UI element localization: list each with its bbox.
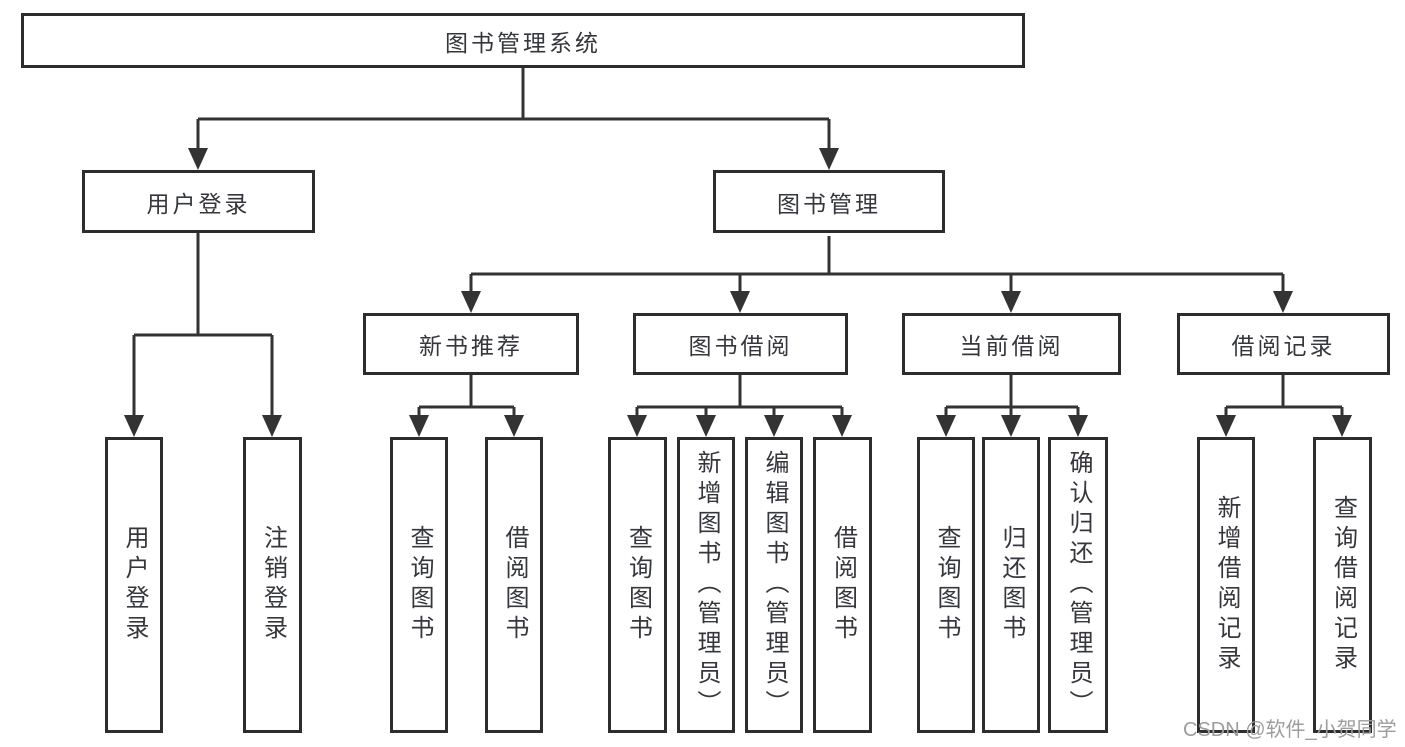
leaf-add-book-admin: 新增图书（管理员） — [677, 437, 735, 733]
watermark: CSDN @软件_小贺同学 — [1183, 719, 1397, 741]
leaf-return-book: 归还图书 — [982, 437, 1040, 733]
leaf-borrow-books-recommend: 借阅图书 — [485, 437, 543, 733]
leaf-query-books-current: 查询图书 — [917, 437, 975, 733]
leaf-logout: 注销登录 — [243, 437, 302, 733]
node-user-login: 用户登录 — [82, 170, 315, 233]
leaf-query-borrow-record: 查询借阅记录 — [1313, 437, 1372, 733]
node-current-borrow: 当前借阅 — [902, 313, 1121, 375]
leaf-query-books-recommend: 查询图书 — [390, 437, 448, 733]
leaf-edit-book-admin: 编辑图书（管理员） — [745, 437, 803, 733]
node-new-book-recommend: 新书推荐 — [363, 313, 579, 375]
node-book-management: 图书管理 — [713, 170, 945, 233]
leaf-add-borrow-record: 新增借阅记录 — [1197, 437, 1255, 733]
node-book-borrow: 图书借阅 — [633, 313, 848, 375]
leaf-borrow-books-2: 借阅图书 — [813, 437, 872, 733]
leaf-query-books-borrow: 查询图书 — [608, 437, 667, 733]
node-library-management-system: 图书管理系统 — [21, 13, 1025, 68]
node-borrow-records: 借阅记录 — [1177, 313, 1390, 375]
leaf-confirm-return-admin: 确认归还（管理员） — [1048, 437, 1108, 733]
leaf-user-login: 用户登录 — [105, 437, 163, 733]
